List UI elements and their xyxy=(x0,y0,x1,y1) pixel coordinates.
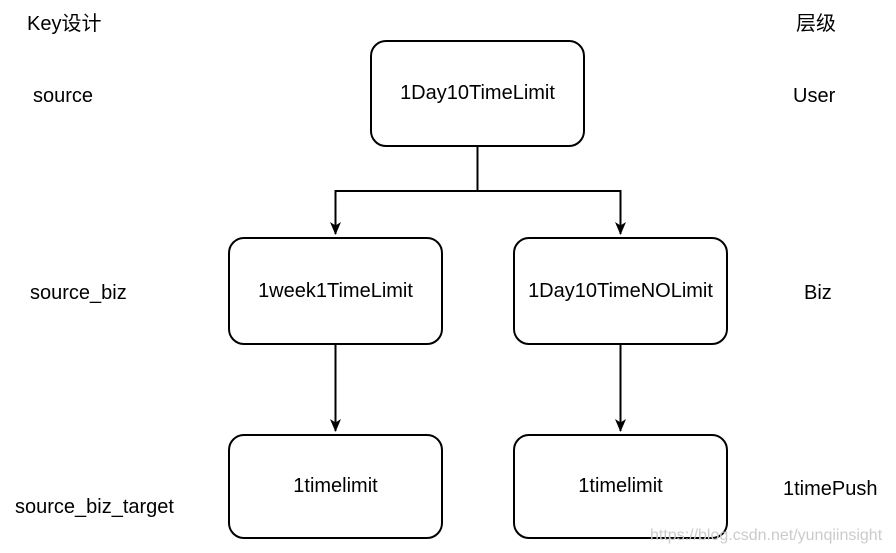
row-label-source-biz: source_biz xyxy=(30,282,127,304)
node-root: 1Day10TimeLimit xyxy=(370,40,585,147)
node-root-label: 1Day10TimeLimit xyxy=(400,82,555,104)
node-bottom-left-label: 1timelimit xyxy=(293,475,378,497)
column-header-level: 层级 xyxy=(796,13,836,35)
node-bottom-left: 1timelimit xyxy=(228,434,443,539)
node-mid-left-label: 1week1TimeLimit xyxy=(258,279,413,302)
node-bottom-right: 1timelimit xyxy=(513,434,728,539)
node-mid-right: 1Day10TimeNOLimit xyxy=(513,237,728,345)
row-label-source-biz-target: source_biz_target xyxy=(15,496,174,518)
row-label-1timepush: 1timePush xyxy=(783,478,878,500)
watermark-url: https://blog.csdn.net/yunqiinsight xyxy=(650,527,883,544)
column-header-key: Key设计 xyxy=(27,13,102,35)
row-label-user: User xyxy=(793,85,836,107)
row-label-source: source xyxy=(33,85,94,107)
node-mid-left: 1week1TimeLimit xyxy=(228,237,443,345)
node-mid-right-label: 1Day10TimeNOLimit xyxy=(528,279,713,302)
row-label-biz: Biz xyxy=(804,282,832,304)
branch-bar-line xyxy=(335,147,621,192)
node-bottom-right-label: 1timelimit xyxy=(578,475,663,497)
